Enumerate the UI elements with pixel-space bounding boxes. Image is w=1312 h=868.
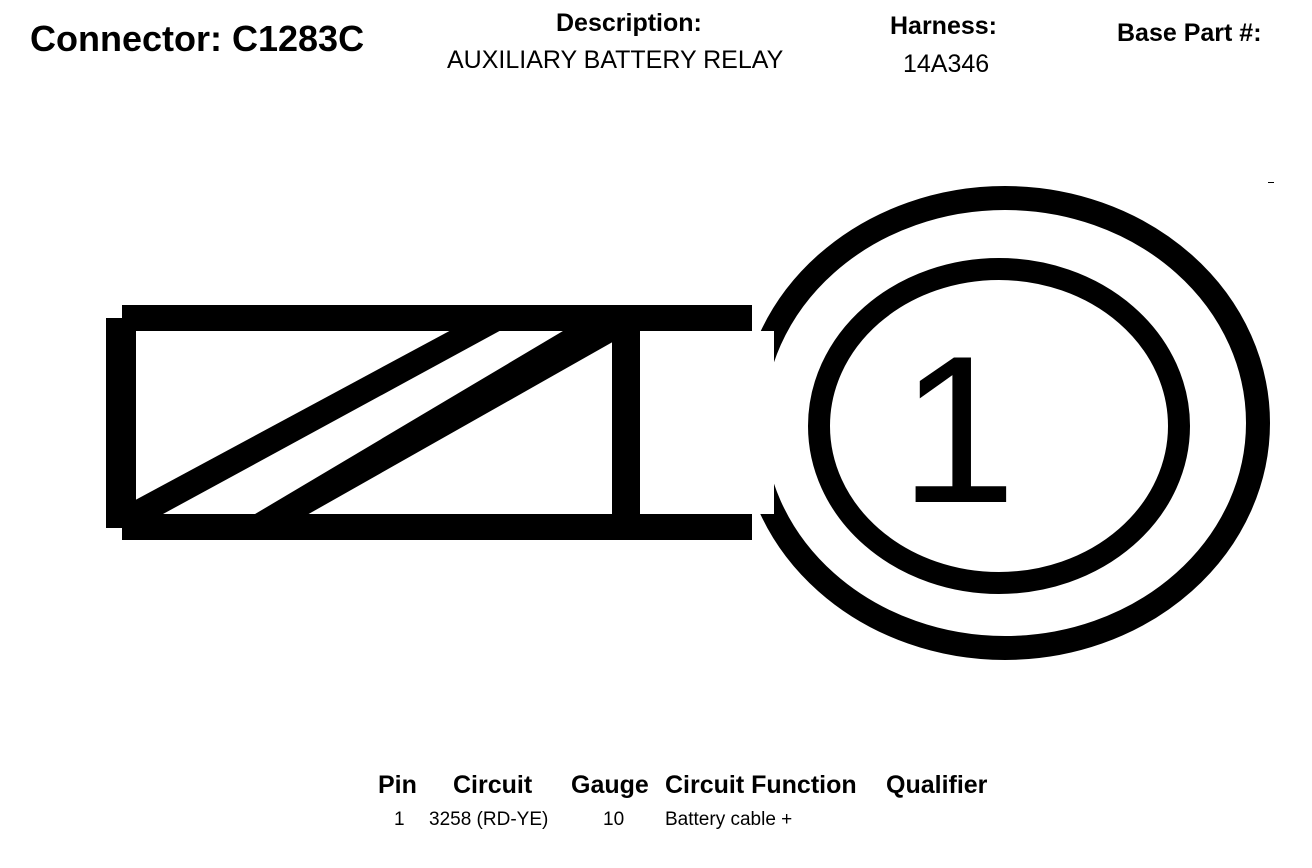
cell-gauge: 10 <box>603 809 625 830</box>
cell-circuit: 3258 (RD-YE) <box>429 809 549 830</box>
base-part-label: Base Part #: <box>1117 19 1262 47</box>
terminal-ring: 1 <box>738 186 1270 660</box>
description-value: AUXILIARY BATTERY RELAY <box>447 46 784 74</box>
barrel-left-cap <box>106 318 136 528</box>
column-header-circuit: Circuit <box>453 771 533 799</box>
harness-label: Harness: <box>890 12 997 40</box>
column-header-qualifier: Qualifier <box>886 771 988 799</box>
barrel-divider <box>612 318 640 528</box>
inner-ring <box>808 258 1190 594</box>
stray-mark <box>1268 182 1274 183</box>
cell-pin: 1 <box>394 809 405 830</box>
ring-neck-gap <box>738 331 774 514</box>
cell-circuit-function: Battery cable + <box>665 809 793 830</box>
barrel-stripe-right <box>245 328 625 520</box>
pin-number-label: 1 <box>900 312 1017 547</box>
barrel-top-edge <box>122 305 752 331</box>
harness-value: 14A346 <box>903 50 990 78</box>
description-label: Description: <box>556 9 702 37</box>
barrel-bottom-edge <box>122 514 752 540</box>
column-header-circuit-function: Circuit Function <box>665 771 857 799</box>
terminal-barrel <box>106 305 752 540</box>
barrel-stripe-left <box>126 328 505 520</box>
connector-title: Connector: C1283C <box>30 18 365 59</box>
column-header-pin: Pin <box>378 771 417 799</box>
column-header-gauge: Gauge <box>571 771 649 799</box>
